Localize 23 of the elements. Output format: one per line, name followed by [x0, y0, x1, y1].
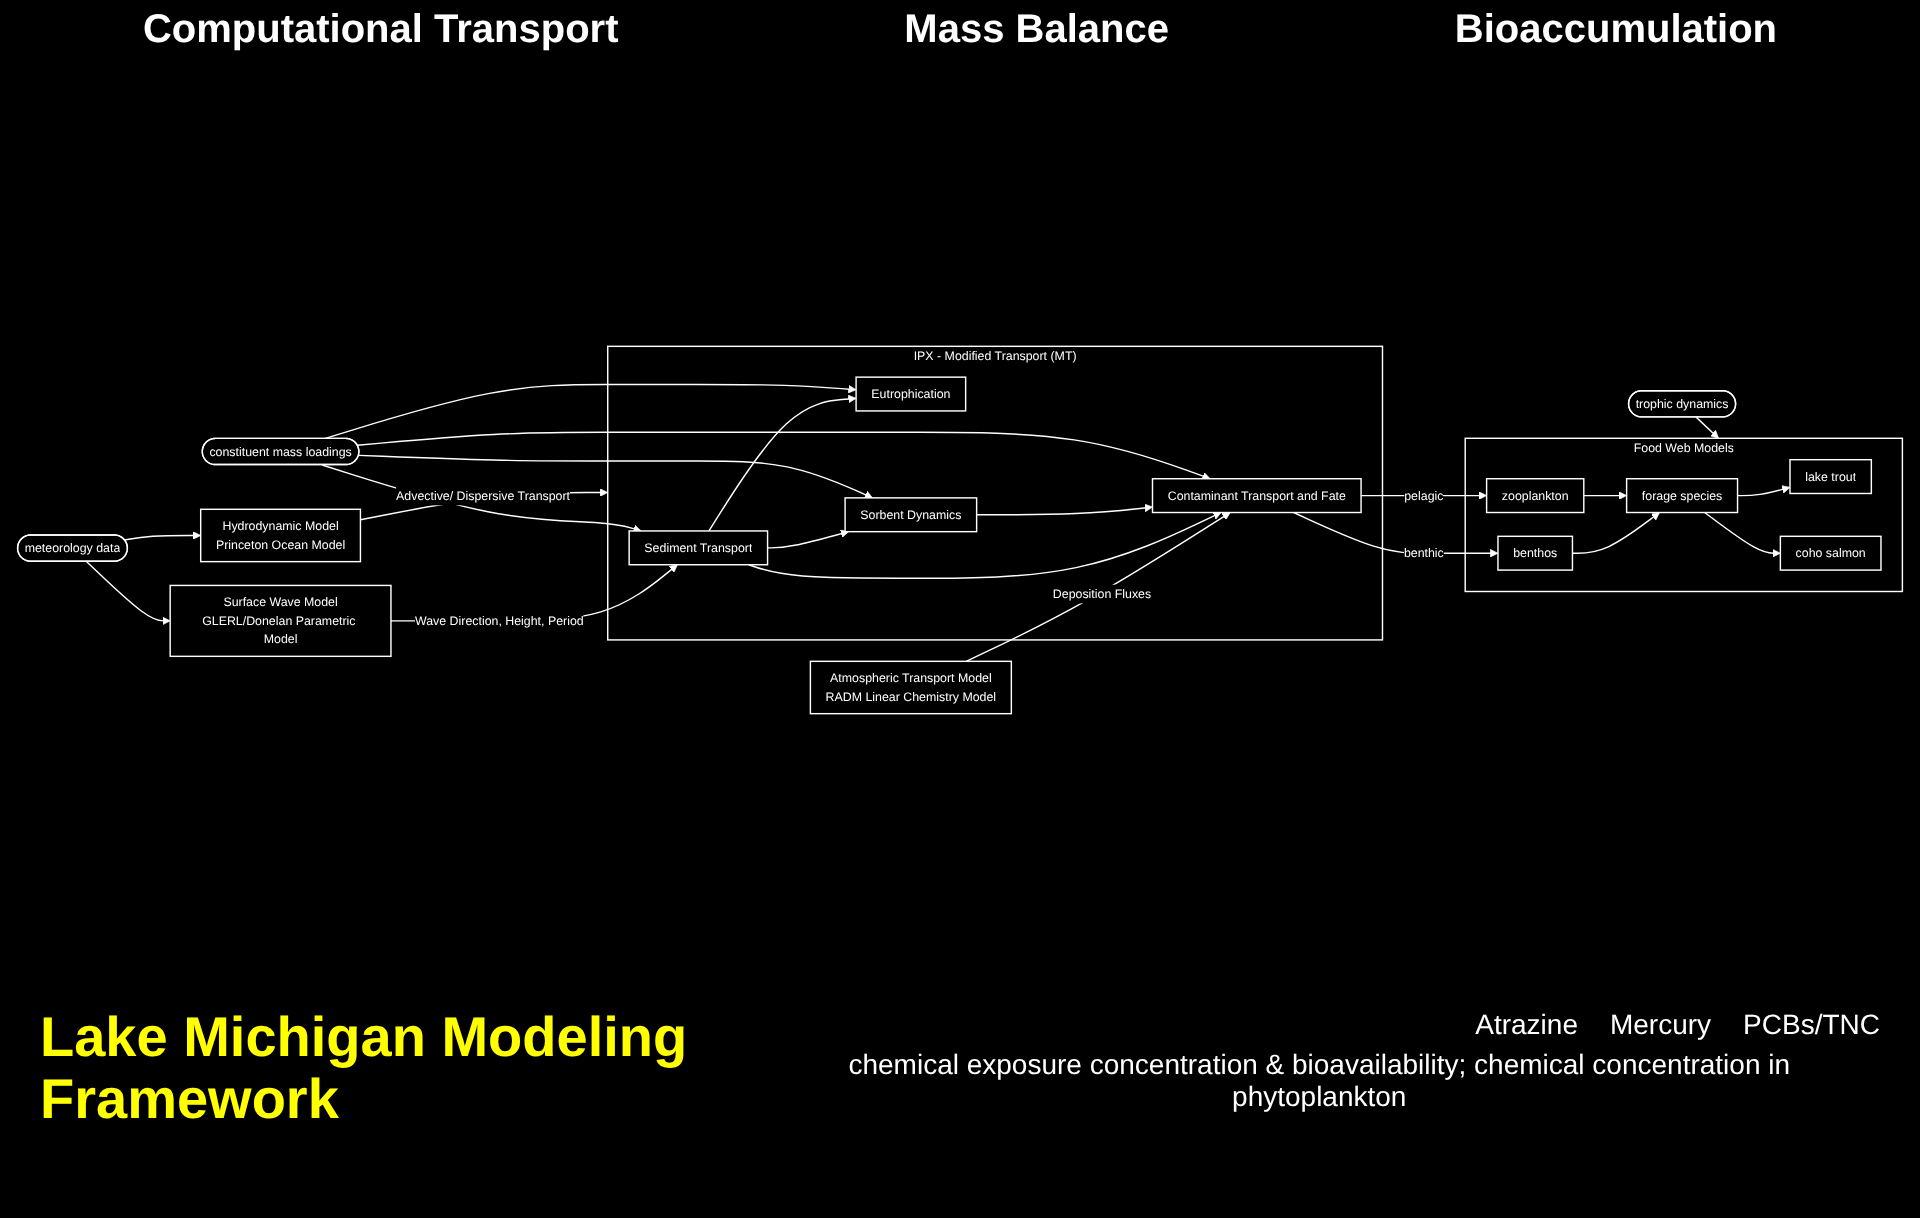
arrow [123, 531, 202, 541]
arrow [708, 394, 857, 532]
arrow [1703, 511, 1781, 558]
column-heading: Bioaccumulation [1454, 7, 1778, 53]
contaminant-label: Mercury [1609, 1008, 1712, 1040]
arrow [358, 454, 873, 499]
arrow [766, 529, 849, 549]
arrow [965, 512, 1231, 663]
arrow [1583, 491, 1627, 500]
arrow [323, 383, 857, 440]
diagram-title: Lake Michigan Modeling Framework [40, 1008, 690, 1132]
arrow [747, 511, 1222, 579]
exposure-note: chemical exposure concentration & bioavailability; chemical concentration in phytoplankton [846, 1048, 1793, 1112]
column-heading: Mass Balance [904, 7, 1169, 53]
contaminant-label: Atrazine [1475, 1008, 1578, 1040]
arrow [1695, 416, 1719, 439]
arrow [356, 431, 1211, 481]
arrow [1736, 485, 1791, 497]
arrow [1571, 512, 1660, 554]
arrow [85, 560, 171, 626]
arrow [975, 503, 1153, 516]
column-heading: Computational Transport [142, 7, 619, 53]
contaminant-label: PCBs/TNC [1743, 1008, 1880, 1040]
